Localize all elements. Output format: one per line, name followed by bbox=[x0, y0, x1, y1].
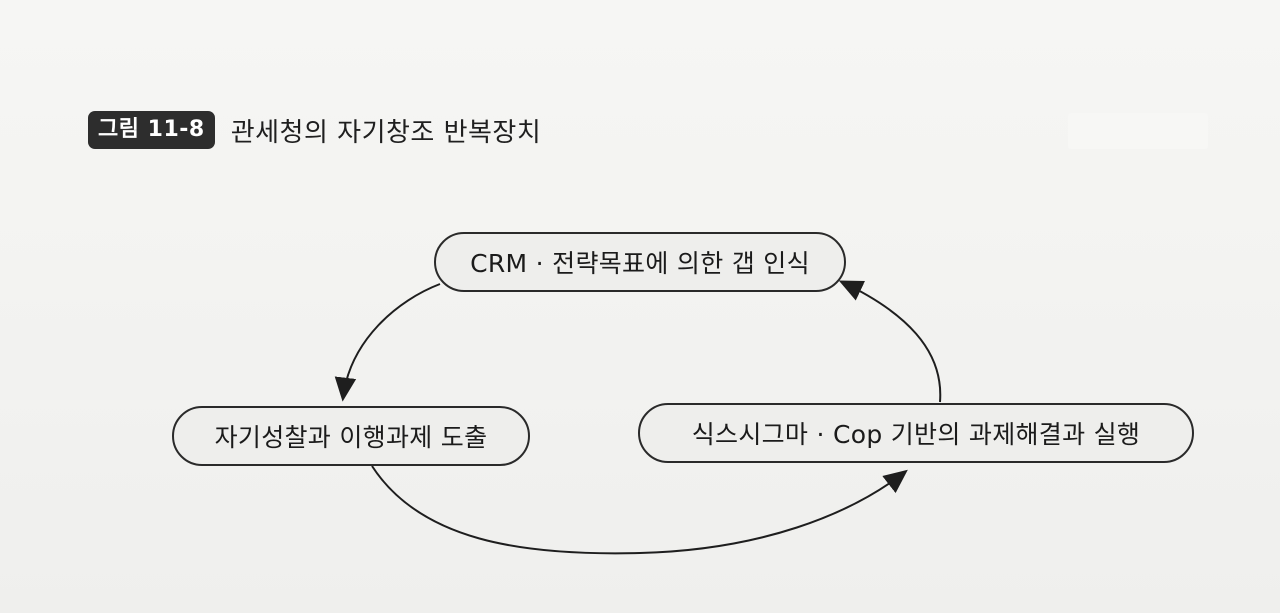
arrow-left-to-right bbox=[371, 465, 908, 555]
figure-header: 그림 11-8 관세청의 자기창조 반복장치 bbox=[88, 110, 541, 150]
arrow-right-to-top bbox=[838, 280, 942, 403]
faint-bleed-through bbox=[1068, 113, 1208, 149]
arrow-top-to-left bbox=[334, 283, 441, 402]
figure-title: 관세청의 자기창조 반복장치 bbox=[230, 117, 542, 148]
figure-number-badge: 그림 11-8 bbox=[88, 111, 215, 149]
node-self-reflection: 자기성찰과 이행과제 도출 bbox=[172, 406, 530, 466]
node-problem-solving: 식스시그마 · Cop 기반의 과제해결과 실행 bbox=[638, 403, 1194, 463]
node-gap-recognition: CRM · 전략목표에 의한 갭 인식 bbox=[434, 232, 846, 292]
